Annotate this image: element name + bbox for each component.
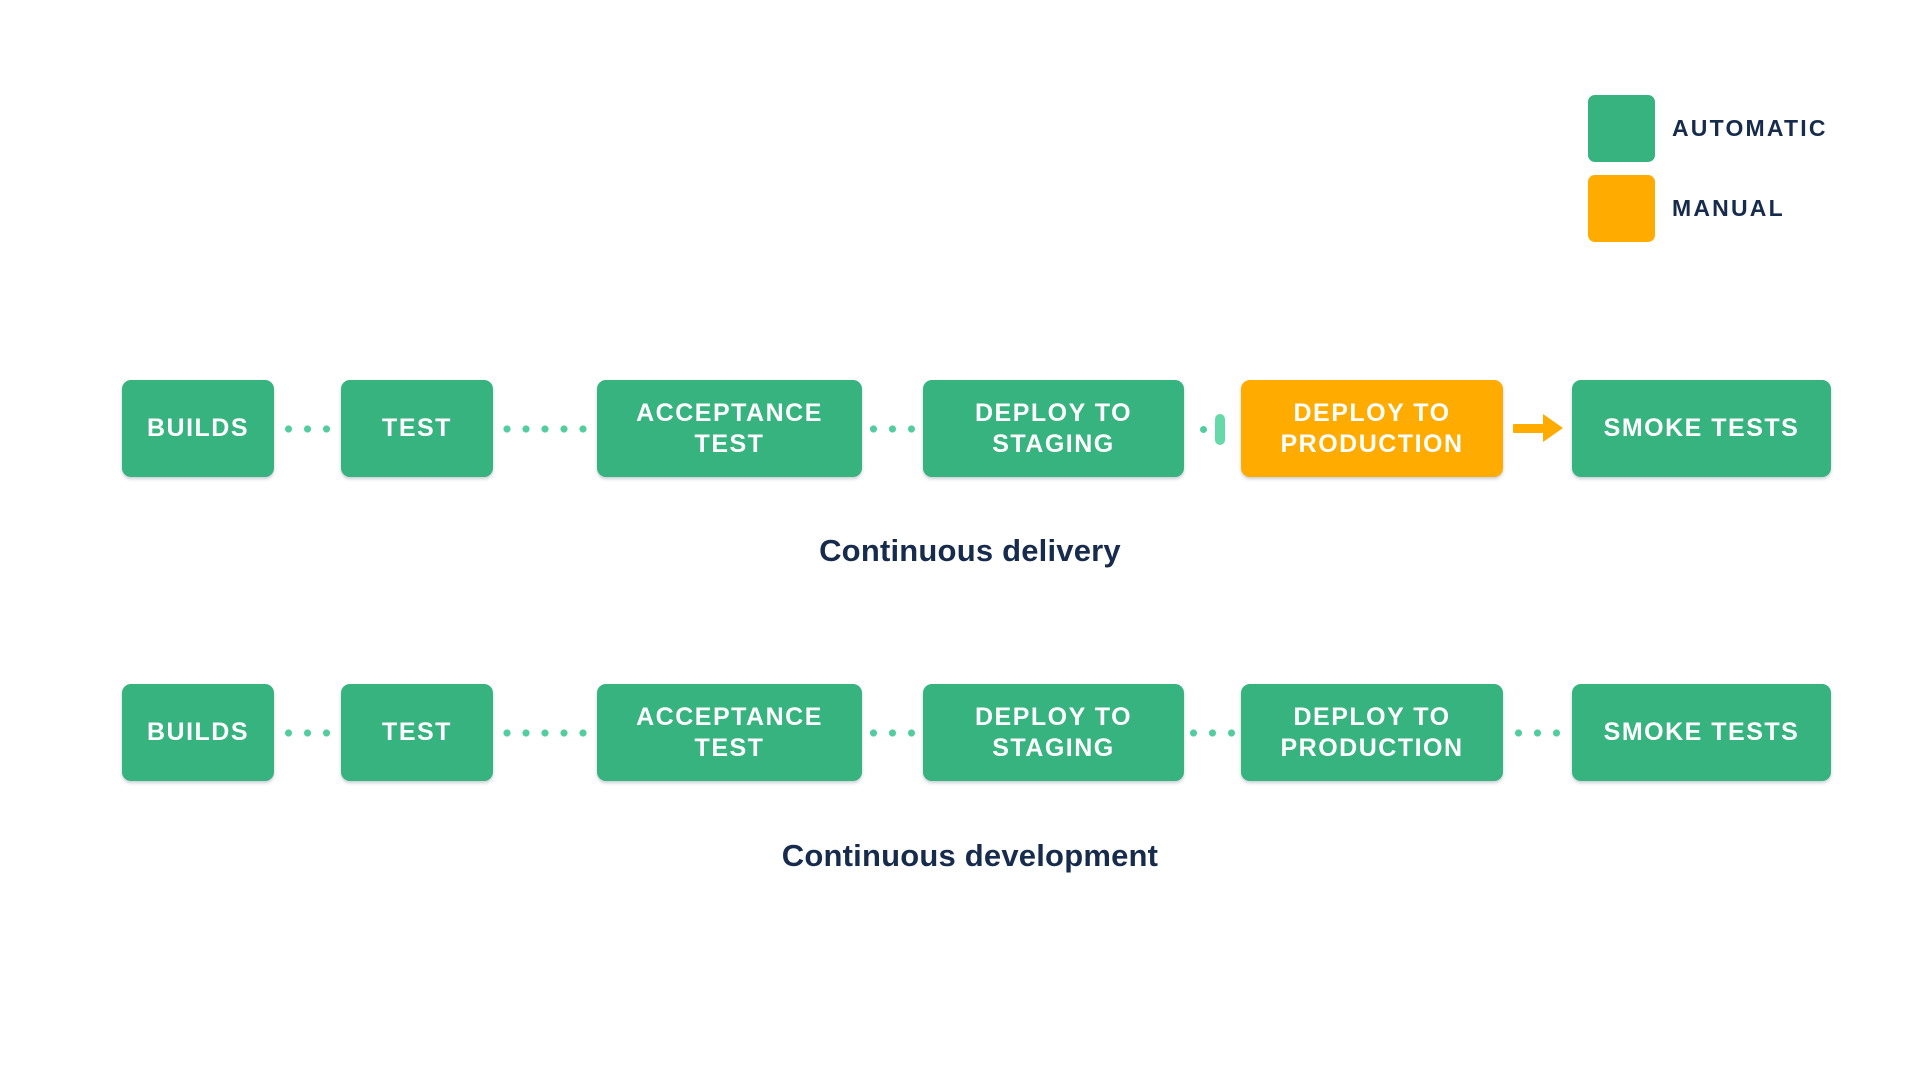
arrow-shaft [1513, 423, 1543, 433]
step-deploy-staging-development: DEPLOY TO STAGING [923, 684, 1184, 781]
arrow-head [1543, 414, 1563, 442]
legend-label-automatic: AUTOMATIC [1672, 115, 1828, 141]
legend: AUTOMATIC MANUAL [1588, 95, 1828, 255]
dotted-connector [276, 728, 339, 738]
step-builds-delivery: BUILDS [122, 380, 274, 477]
step-builds-development: BUILDS [122, 684, 274, 781]
manual-color-swatch [1588, 175, 1655, 242]
step-acceptance-test-delivery: ACCEPTANCE TEST [597, 380, 862, 477]
legend-item-automatic: AUTOMATIC [1588, 95, 1828, 162]
dotted-connector [495, 424, 595, 434]
step-smoke-tests-delivery: SMOKE TESTS [1572, 380, 1831, 477]
legend-label-manual: MANUAL [1672, 195, 1785, 221]
dotted-connector [276, 424, 339, 434]
step-test-delivery: TEST [341, 380, 493, 477]
step-smoke-tests-development: SMOKE TESTS [1572, 684, 1831, 781]
step-test-development: TEST [341, 684, 493, 781]
gate-pause-bar-icon [1215, 413, 1225, 445]
step-deploy-production-delivery: DEPLOY TO PRODUCTION [1241, 380, 1503, 477]
caption-continuous-development: Continuous development [781, 838, 1159, 873]
step-deploy-staging-delivery: DEPLOY TO STAGING [923, 380, 1184, 477]
gate-dot-icon [1200, 425, 1207, 433]
step-acceptance-test-development: ACCEPTANCE TEST [597, 684, 862, 781]
dotted-connector [864, 424, 921, 434]
dotted-connector [1186, 728, 1239, 738]
automatic-color-swatch [1588, 95, 1655, 162]
legend-item-manual: MANUAL [1588, 175, 1828, 242]
manual-gate-icon [1184, 411, 1241, 447]
manual-arrow-icon [1506, 413, 1570, 443]
step-deploy-production-development: DEPLOY TO PRODUCTION [1241, 684, 1503, 781]
dotted-connector [864, 728, 921, 738]
dotted-connector [495, 728, 595, 738]
dotted-connector [1505, 728, 1570, 738]
caption-continuous-delivery: Continuous delivery [819, 533, 1121, 568]
